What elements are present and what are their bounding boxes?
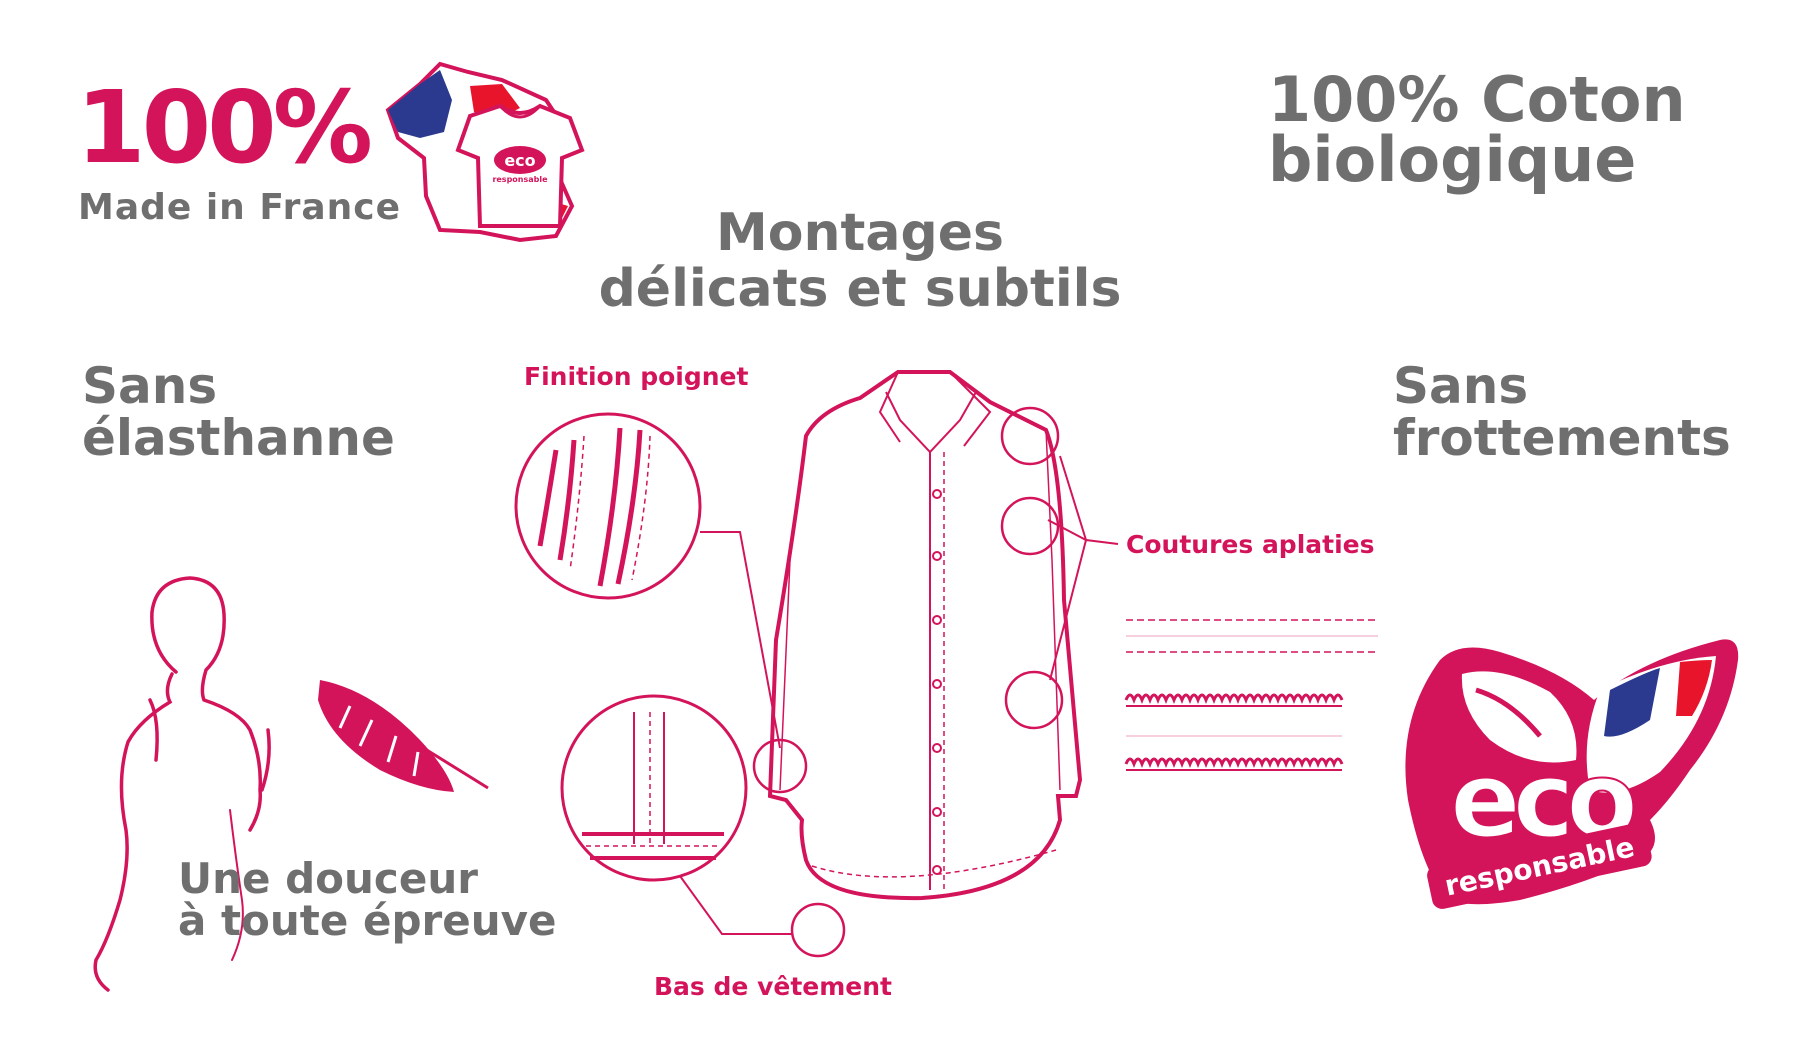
montages-line1: Montages	[716, 203, 1004, 263]
no-elastane-line2: élasthanne	[82, 409, 395, 467]
tshirt-icon: eco responsable	[455, 103, 585, 228]
flat-seams-label: Coutures aplaties	[1126, 530, 1375, 559]
eco-leaf-logo: eco responsable	[1405, 639, 1739, 909]
softness-line1: Une douceur	[178, 854, 478, 903]
softness-title: Une douceur à toute épreuve	[178, 858, 557, 942]
mini-eco-word: eco	[504, 151, 535, 170]
feather-icon	[318, 680, 489, 792]
made-in-france-percent: 100%	[76, 69, 373, 186]
organic-cotton-line1: 100% Coton	[1268, 63, 1686, 136]
organic-cotton-title: 100% Coton biologique	[1268, 63, 1686, 196]
montages-title: Montages délicats et subtils	[560, 205, 1160, 317]
softness-line2: à toute épreuve	[178, 896, 557, 945]
organic-cotton-line2: biologique	[1268, 123, 1637, 196]
woman-silhouette-icon	[93, 576, 271, 992]
no-friction-line1: Sans	[1393, 357, 1529, 415]
montages-line2: délicats et subtils	[598, 259, 1122, 319]
seam-samples	[1124, 619, 1378, 771]
made-in-france-label: Made in France	[78, 187, 402, 228]
shirt-illustration	[514, 370, 1119, 958]
mini-eco-tagline: responsable	[492, 175, 548, 184]
no-friction-title: Sans frottements	[1393, 360, 1731, 464]
no-elastane-line1: Sans	[82, 357, 218, 415]
no-elastane-title: Sans élasthanne	[82, 360, 395, 464]
cuff-finish-label: Finition poignet	[524, 362, 749, 391]
no-friction-line2: frottements	[1393, 409, 1731, 467]
hem-label: Bas de vêtement	[654, 972, 892, 1001]
